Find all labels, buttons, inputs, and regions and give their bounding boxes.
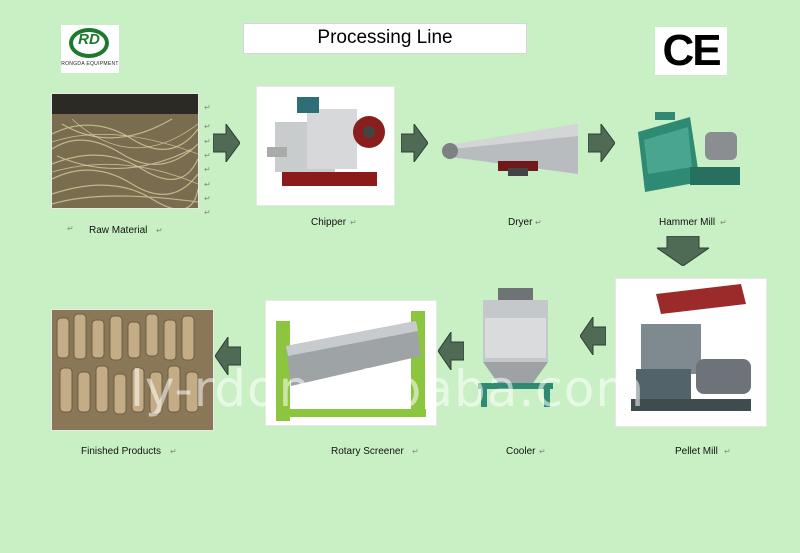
step-label-rotary-screener: Rotary Screener xyxy=(331,446,404,457)
finished-products-image xyxy=(51,309,214,431)
logo-brand-text: RONGDA EQUIPMENT xyxy=(61,61,119,67)
paragraph-mark: ↵ xyxy=(204,194,211,203)
pellet-mill-image xyxy=(615,278,767,427)
step-label-hammer-mill: Hammer Mill xyxy=(659,217,716,228)
hammer-mill-image xyxy=(630,112,745,197)
flow-arrow-1 xyxy=(213,124,240,162)
step-label-dryer: Dryer xyxy=(508,217,533,228)
flow-arrow-2 xyxy=(401,124,428,162)
ce-mark-text: CE xyxy=(662,26,721,75)
dryer-image xyxy=(438,106,580,189)
paragraph-mark: ↵ xyxy=(535,218,542,227)
paragraph-mark: ↵ xyxy=(204,165,211,174)
step-label-finished-products: Finished Products xyxy=(81,446,162,457)
ce-mark: CE xyxy=(655,27,727,75)
paragraph-mark: ↵ xyxy=(204,122,211,131)
page-title: Processing Line xyxy=(243,23,527,54)
paragraph-mark: ↵ xyxy=(204,180,211,189)
step-label-raw-material: Raw Material xyxy=(89,225,148,236)
logo-letters: RD xyxy=(78,31,100,48)
paragraph-mark: ↵ xyxy=(156,226,163,235)
watermark: ly-rdon.alibaba.com xyxy=(130,360,646,418)
flow-arrow-5 xyxy=(438,332,464,370)
step-label-cooler: Cooler xyxy=(506,446,536,457)
paragraph-mark: ↵ xyxy=(204,103,211,112)
paragraph-mark: ↵ xyxy=(204,151,211,160)
paragraph-mark: ↵ xyxy=(720,218,727,227)
cooler-image xyxy=(473,288,558,408)
flow-arrow-down xyxy=(657,236,709,266)
step-label-chipper: Chipper xyxy=(311,217,347,228)
flow-arrow-3 xyxy=(588,124,615,162)
rotary-screener-image xyxy=(265,300,437,426)
paragraph-mark: ↵ xyxy=(204,137,211,146)
chipper-image xyxy=(256,86,395,206)
raw-material-image xyxy=(51,93,199,210)
paragraph-mark: ↵ xyxy=(539,447,546,456)
flow-arrow-4 xyxy=(580,317,606,355)
paragraph-mark: ↵ xyxy=(204,208,211,217)
flow-arrow-6 xyxy=(215,337,241,375)
paragraph-mark: ↵ xyxy=(350,218,357,227)
company-logo: RD RONGDA EQUIPMENT xyxy=(61,25,119,73)
paragraph-mark: ↵ xyxy=(724,447,731,456)
step-label-pellet-mill: Pellet Mill xyxy=(675,446,718,457)
paragraph-mark: ↵ xyxy=(412,447,419,456)
paragraph-mark: ↵ xyxy=(170,447,177,456)
paragraph-mark: ↵ xyxy=(67,224,74,233)
